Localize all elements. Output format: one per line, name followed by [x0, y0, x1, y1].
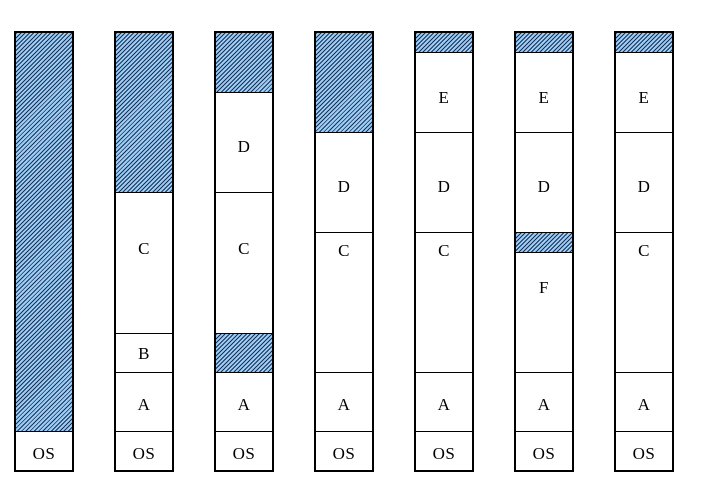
segment-label: D [237, 137, 251, 156]
memory-column-2: C B A OS [114, 31, 174, 472]
memory-segment-os: OS [216, 431, 272, 470]
memory-column-7: E D C A OS [614, 31, 674, 472]
segment-label: OS [132, 444, 156, 463]
free-memory-hatched-segment [216, 333, 272, 372]
segment-label: OS [632, 444, 656, 463]
memory-column-4: D C A OS [314, 31, 374, 472]
free-memory-hatched-segment [316, 33, 372, 134]
memory-segment-e: E [416, 52, 472, 132]
segment-label: OS [432, 444, 456, 463]
segment-label: C [138, 239, 150, 258]
segment-label: C [238, 239, 250, 258]
memory-segment-os: OS [16, 431, 72, 470]
memory-segment-c: C [316, 232, 372, 372]
segment-label: D [537, 177, 551, 196]
free-memory-hatched-segment [216, 33, 272, 94]
memory-segment-os: OS [516, 431, 572, 470]
segment-label: A [537, 395, 551, 414]
memory-segment-d: D [416, 132, 472, 232]
memory-segment-c: C [416, 232, 472, 372]
memory-segment-d: D [516, 132, 572, 232]
segment-label: C [338, 241, 350, 260]
memory-segment-c: C [616, 232, 672, 372]
segment-label: C [438, 241, 450, 260]
segment-label: D [637, 177, 651, 196]
memory-column-5: E D C A OS [414, 31, 474, 472]
memory-segment-e: E [616, 52, 672, 132]
memory-segment-d: D [616, 132, 672, 232]
memory-segment-e: E [516, 52, 572, 132]
segment-label: D [437, 177, 451, 196]
memory-segment-os: OS [416, 431, 472, 470]
segment-label: E [638, 88, 650, 107]
free-memory-hatched-segment [116, 33, 172, 194]
segment-label: A [137, 395, 151, 414]
segment-label: E [438, 88, 450, 107]
memory-segment-a: A [616, 372, 672, 431]
memory-column-3: D C A OS [214, 31, 274, 472]
free-memory-hatched-segment [516, 33, 572, 54]
memory-segment-os: OS [316, 431, 372, 470]
segment-label: E [538, 88, 550, 107]
memory-segment-c: C [216, 192, 272, 333]
memory-segment-a: A [516, 372, 572, 431]
memory-segment-a: A [416, 372, 472, 431]
segment-label: A [337, 395, 351, 414]
memory-segment-os: OS [616, 431, 672, 470]
memory-segment-b: B [116, 333, 172, 372]
memory-segment-a: A [116, 372, 172, 431]
segment-label: OS [32, 444, 56, 463]
memory-segment-a: A [216, 372, 272, 431]
segment-label: F [539, 278, 549, 297]
memory-segment-d: D [316, 132, 372, 232]
memory-segment-os: OS [116, 431, 172, 470]
memory-column-1: OS [14, 31, 74, 472]
memory-segment-d: D [216, 92, 272, 192]
free-memory-hatched-segment [16, 33, 72, 433]
segment-label: OS [532, 444, 556, 463]
free-memory-hatched-segment [516, 232, 572, 252]
segment-label: D [337, 177, 351, 196]
segment-label: B [138, 344, 150, 363]
free-memory-hatched-segment [616, 33, 672, 54]
segment-label: A [637, 395, 651, 414]
segment-label: A [437, 395, 451, 414]
memory-segment-c: C [116, 192, 172, 333]
segment-label: A [237, 395, 251, 414]
memory-segment-f: F [516, 252, 572, 372]
memory-segment-a: A [316, 372, 372, 431]
segment-label: OS [232, 444, 256, 463]
free-memory-hatched-segment [416, 33, 472, 54]
memory-column-6: E D F A OS [514, 31, 574, 472]
segment-label: C [638, 241, 650, 260]
segment-label: OS [332, 444, 356, 463]
